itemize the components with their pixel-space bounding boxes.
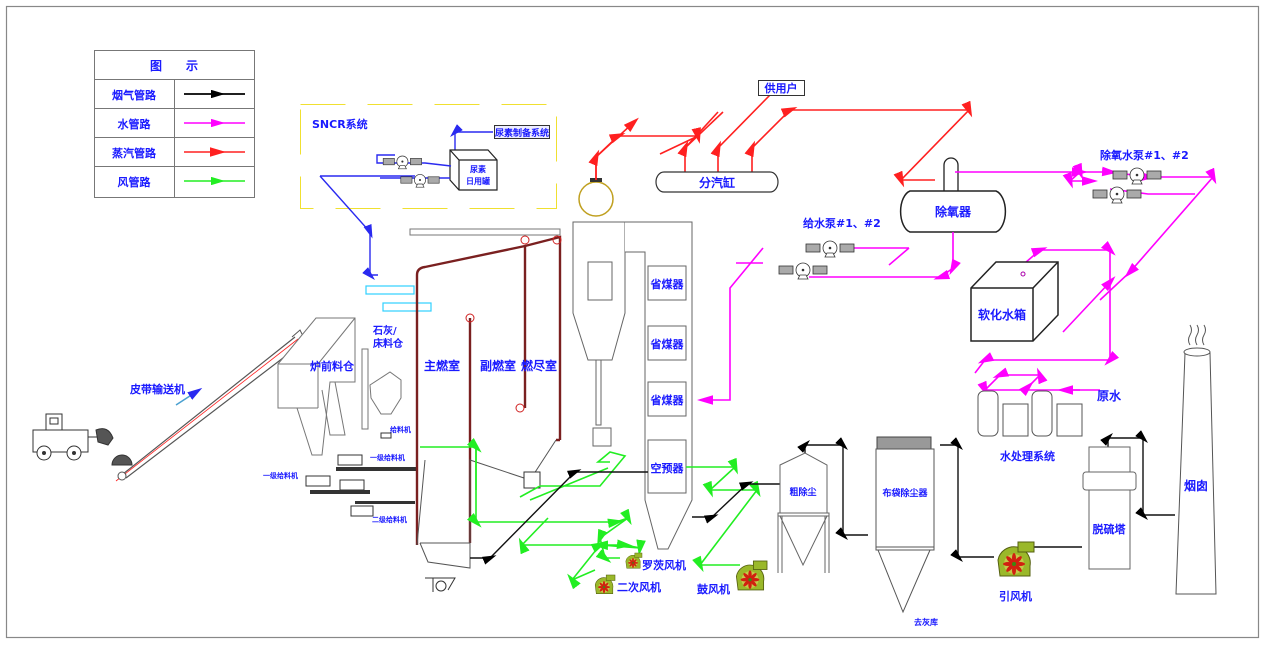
coarse-dust-label: 粗除尘: [789, 486, 816, 498]
secondary-fan-label: 二次风机: [617, 580, 661, 594]
coarse-dust-collector: 粗除尘: [777, 452, 830, 573]
legend-label-water: 水管路: [118, 117, 152, 131]
bag-filter-label: 布袋除尘器: [881, 487, 928, 499]
sncr-system: SNCR系统 尿素制备系统 尿素 日用罐: [300, 104, 557, 312]
legend-title: 图 示: [150, 59, 198, 73]
desulfurizer: 脱硫塔: [1082, 446, 1137, 570]
belt-conveyor-label: 皮带输送机: [129, 382, 185, 396]
feeders: 给料机 一级给料机 一级给料机 二级给料机: [263, 425, 416, 524]
blower-label: 鼓风机: [697, 582, 730, 596]
drawing-frame: [5, 5, 1260, 639]
secondary-fan-icon: [594, 574, 616, 594]
belt-conveyor: 皮带输送机: [111, 329, 306, 482]
legend-label-air: 风管路: [118, 175, 152, 189]
legend-label-flue: 烟气管路: [112, 88, 157, 102]
urea-tank-label-2: 日用罐: [466, 176, 490, 186]
boiler: 主燃室 副燃室 燃尽室: [409, 228, 562, 592]
cyclone-tail: 省煤器 省煤器 省煤器 空预器: [572, 178, 693, 550]
soft-water-tank-label: 软化水箱: [978, 307, 1026, 322]
deaerator-pumps-label: 除氧水泵#1、#2: [1100, 148, 1189, 162]
economizer-1-label: 省煤器: [650, 277, 685, 291]
roots-blower-label: 罗茨风机: [642, 558, 686, 572]
bag-filter: 布袋除尘器 去灰库: [875, 436, 938, 627]
deaerator-pump-1: [1112, 167, 1162, 185]
soft-water-tank: 软化水箱: [970, 261, 1059, 342]
burnout-chamber-label: 燃尽室: [521, 358, 557, 373]
urea-pump-1: [382, 155, 423, 170]
water-treatment-label: 水处理系统: [1000, 449, 1055, 463]
lime-bin-label-2: 床料仓: [373, 337, 404, 350]
steam-drum: [578, 181, 614, 217]
water-treatment: 原水 水处理系统: [977, 388, 1122, 463]
id-fan-label: 引风机: [999, 589, 1032, 603]
deaerator: 除氧器: [899, 157, 1007, 233]
roots-blower-icon: [625, 552, 643, 569]
chimney-label: 烟囱: [1184, 478, 1208, 493]
desulfurizer-label: 脱硫塔: [1093, 522, 1127, 536]
economizer-2-label: 省煤器: [650, 337, 685, 351]
air-preheater-label: 空预器: [651, 461, 685, 475]
steam-header-label: 分汽缸: [699, 175, 735, 190]
feeder-1b-label: 一级给料机: [370, 453, 405, 462]
blower-icon: [735, 560, 768, 591]
feeder-2-label: 二级给料机: [372, 515, 407, 524]
id-fan-icon: [997, 541, 1035, 577]
lime-bin-label-1: 石灰/: [372, 324, 397, 337]
lime-bin: 石灰/ 床料仓: [361, 324, 404, 430]
feeder-1a-label: 一级给料机: [263, 471, 298, 480]
feed-pump-1: [805, 240, 855, 258]
urea-prep-label: 尿素制备系统: [495, 127, 549, 139]
urea-tank-label-1: 尿素: [470, 164, 486, 174]
aux-chamber-label: 副燃室: [480, 358, 516, 373]
furnace-bin-label: 炉前料仓: [310, 359, 355, 373]
economizer-3-label: 省煤器: [650, 393, 685, 407]
raw-water-label: 原水: [1097, 388, 1122, 403]
flue-gas-lines: [470, 430, 1175, 565]
furnace-bin: 炉前料仓: [277, 317, 356, 456]
feed-pumps-label: 给水泵#1、#2: [803, 216, 881, 230]
feeder-label: 给料机: [390, 425, 411, 434]
legend-label-steam: 蒸汽管路: [112, 146, 157, 160]
consumer-label: 供用户: [764, 81, 798, 95]
deaerator-label: 除氧器: [935, 204, 972, 219]
steam-lines: 供用户 分汽缸: [588, 80, 973, 193]
main-chamber-label: 主燃室: [424, 358, 460, 373]
chimney: 烟囱: [1175, 324, 1217, 595]
to-ash-label: 去灰库: [914, 617, 938, 627]
deaerator-pump-2: [1092, 186, 1142, 204]
sncr-label: SNCR系统: [312, 117, 368, 131]
steam-header: [655, 171, 779, 193]
loader-vehicle: [32, 413, 114, 461]
legend: 图 示 烟气管路 水管路 蒸汽管路 风管路: [94, 50, 255, 198]
